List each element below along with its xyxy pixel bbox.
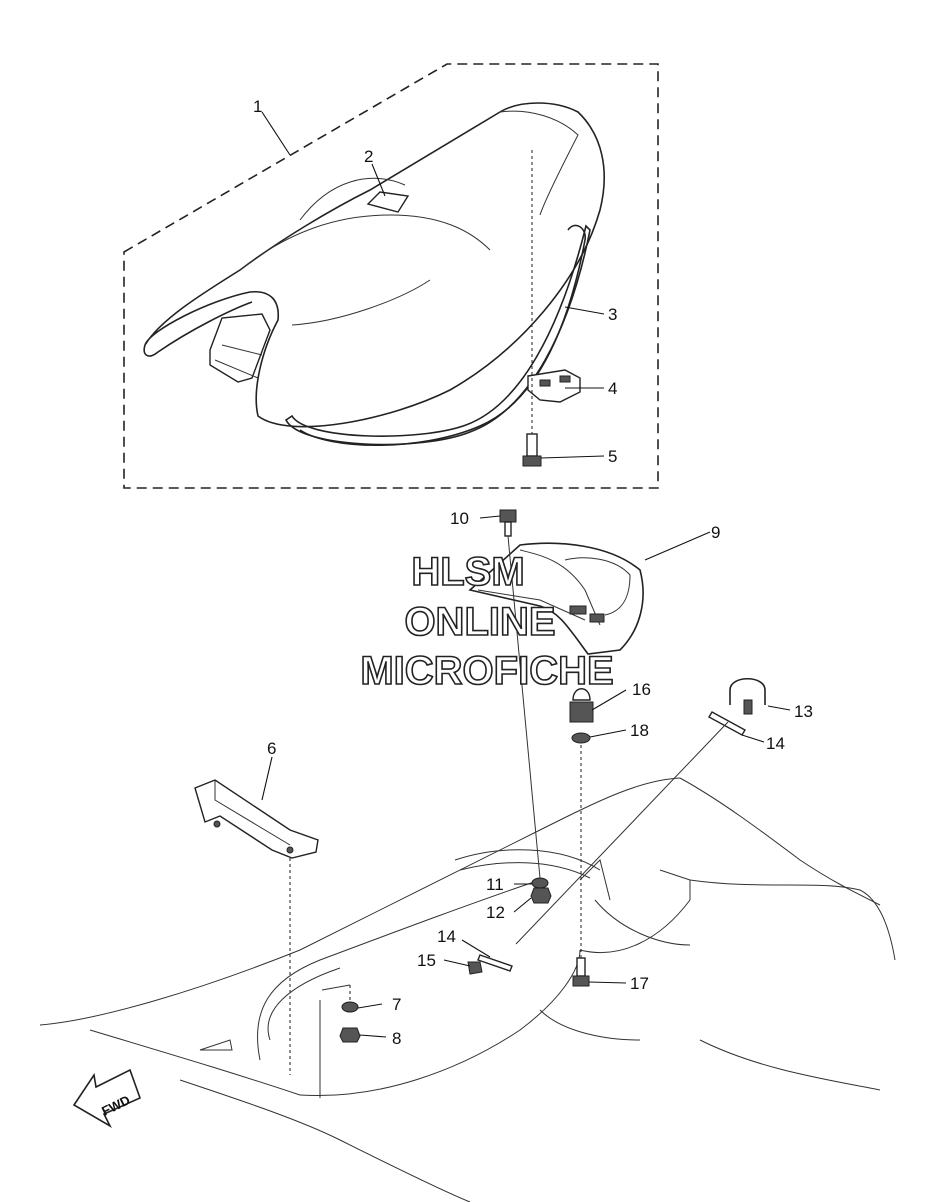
callout-5: 5 [608, 447, 617, 466]
washer-7[interactable] [341, 1001, 359, 1013]
watermark-line-1: HLSM [411, 550, 524, 594]
callout-12: 12 [486, 903, 505, 922]
bolt-15[interactable] [467, 961, 483, 975]
callout-7: 7 [392, 995, 401, 1014]
washer-18[interactable] [571, 732, 591, 744]
callout-14-lower: 14 [437, 927, 456, 946]
seat-assembly-boundary [123, 63, 659, 489]
nut-8[interactable] [339, 1027, 361, 1043]
callout-17: 17 [630, 974, 649, 993]
callout-16: 16 [632, 680, 651, 699]
callout-2: 2 [364, 147, 373, 166]
callout-8: 8 [392, 1029, 401, 1048]
seat-base[interactable] [468, 542, 644, 655]
watermark-line-2: ONLINE [404, 600, 555, 644]
callout-3: 3 [608, 305, 617, 324]
leader-lines [261, 111, 791, 1038]
seat-lock-bracket[interactable] [527, 369, 581, 403]
callout-13: 13 [794, 702, 813, 721]
callout-1: 1 [253, 97, 262, 116]
u-bolt-13[interactable] [729, 678, 766, 715]
callout-9: 9 [711, 523, 720, 542]
hull-deck [39, 777, 896, 1202]
bolt-5[interactable] [522, 433, 542, 467]
watermark-line-3: MICROFICHE [360, 649, 613, 693]
long-axis-bolt-10 [507, 535, 541, 879]
callout-6: 6 [267, 739, 276, 758]
seat-gasket[interactable] [299, 224, 586, 447]
bracket-6[interactable] [194, 779, 319, 859]
callout-4: 4 [608, 379, 617, 398]
bolt-17[interactable] [572, 957, 590, 987]
cap-nut-16[interactable] [569, 688, 594, 723]
callout-15: 15 [417, 951, 436, 970]
dashed-line-lower [319, 984, 351, 1098]
seat-assembly[interactable] [143, 102, 606, 446]
axis-strap-14 [515, 721, 729, 945]
washer-11[interactable] [531, 877, 549, 889]
strap-14-lower[interactable] [477, 954, 513, 972]
callout-11: 11 [486, 875, 504, 894]
nut-12[interactable] [530, 887, 552, 904]
callout-10: 10 [450, 509, 469, 528]
bolt-10[interactable] [499, 509, 517, 537]
fwd-label: FWD [99, 1092, 132, 1118]
fwd-arrow-icon: FWD [72, 1068, 142, 1129]
callout-14-upper: 14 [766, 734, 785, 753]
callout-18: 18 [630, 721, 649, 740]
